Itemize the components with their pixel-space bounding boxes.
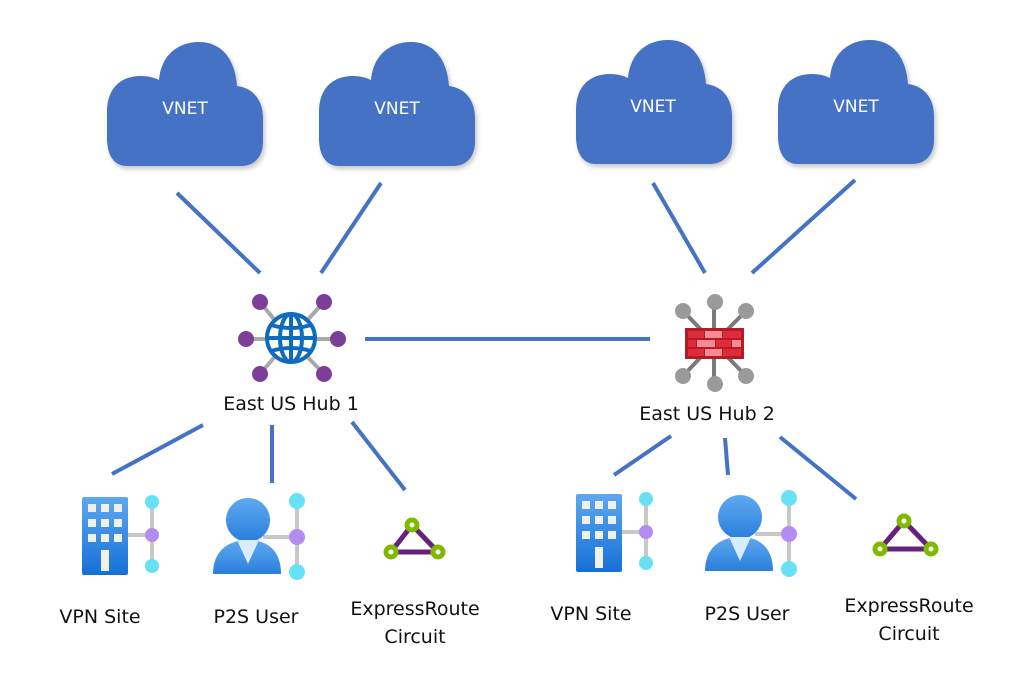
link-vnet-2-to-hub-1 bbox=[319, 181, 383, 275]
hub-label: East US Hub 1 bbox=[223, 393, 359, 415]
endpoint-label: VPN Site bbox=[550, 603, 631, 625]
hub-1[interactable]: East US Hub 1 bbox=[223, 294, 359, 415]
connection-lines bbox=[111, 178, 858, 501]
vnet-cloud-4[interactable]: VNET bbox=[778, 40, 934, 164]
vpn-site-building-icon bbox=[82, 495, 159, 575]
endpoint-label: P2S User bbox=[705, 603, 790, 625]
endpoint-label-line2: Circuit bbox=[878, 623, 939, 645]
vpn-site-building-icon bbox=[576, 492, 653, 572]
endpoint-label-line2: Circuit bbox=[384, 626, 445, 648]
secured-hub-firewall-icon bbox=[675, 294, 754, 392]
hub-label: East US Hub 2 bbox=[639, 403, 775, 425]
p2s-user-icon bbox=[213, 493, 305, 580]
vnet-cloud-3[interactable]: VNET bbox=[576, 40, 732, 164]
vnet-label: VNET bbox=[630, 97, 676, 117]
vnet-cloud-1[interactable]: VNET bbox=[107, 42, 263, 166]
expressroute-circuit-icon bbox=[383, 517, 446, 560]
vpn-site-2[interactable]: VPN Site bbox=[550, 492, 653, 625]
vnet-label: VNET bbox=[162, 99, 208, 119]
link-vnet-1-to-hub-1 bbox=[175, 191, 262, 275]
vnet-label: VNET bbox=[374, 99, 420, 119]
link-hub-1-to-vpn-site-1 bbox=[111, 423, 204, 476]
p2s-user-icon bbox=[705, 490, 797, 577]
vpn-site-1[interactable]: VPN Site bbox=[59, 495, 159, 628]
vnet-cloud-2[interactable]: VNET bbox=[319, 42, 475, 166]
link-vnet-3-to-hub-2 bbox=[651, 181, 707, 275]
endpoint-label: P2S User bbox=[214, 606, 299, 628]
link-hub-2-to-p2s-user-2 bbox=[723, 437, 730, 476]
expressroute-2[interactable]: ExpressRoute Circuit bbox=[844, 513, 974, 645]
link-hub-2-to-expressroute-2 bbox=[778, 435, 858, 501]
link-hub-2-to-vpn-site-2 bbox=[612, 434, 673, 477]
expressroute-1[interactable]: ExpressRoute Circuit bbox=[350, 517, 480, 648]
link-vnet-4-to-hub-2 bbox=[750, 178, 857, 275]
endpoint-label-line1: ExpressRoute bbox=[350, 598, 479, 620]
p2s-user-2[interactable]: P2S User bbox=[705, 490, 797, 625]
virtual-hub-globe-icon bbox=[238, 294, 346, 382]
endpoint-label: VPN Site bbox=[59, 606, 140, 628]
link-hub-1-to-expressroute-1 bbox=[350, 420, 407, 492]
endpoint-label-line1: ExpressRoute bbox=[844, 595, 973, 617]
vnet-label: VNET bbox=[833, 97, 879, 117]
expressroute-circuit-icon bbox=[872, 513, 939, 557]
hub-2[interactable]: East US Hub 2 bbox=[639, 294, 775, 425]
p2s-user-1[interactable]: P2S User bbox=[213, 493, 305, 628]
